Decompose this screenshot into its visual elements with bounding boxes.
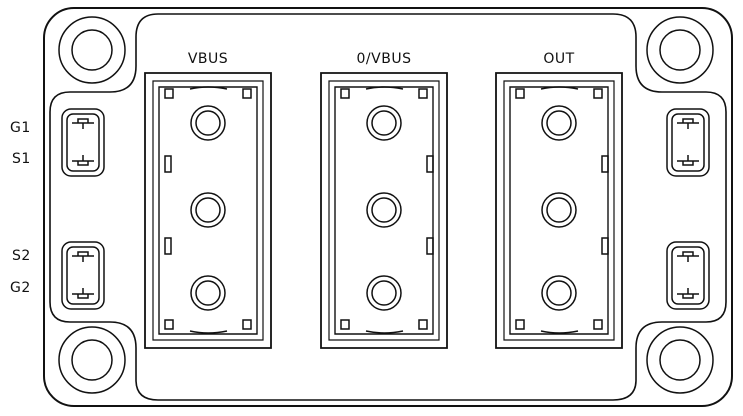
aux-connector-left-top bbox=[62, 109, 104, 176]
mounting-hole-bottom-left bbox=[59, 327, 125, 393]
terminal-vbus bbox=[145, 73, 271, 348]
terminal-0-vbus bbox=[321, 73, 447, 348]
pin-label-s1: S1 bbox=[12, 151, 31, 167]
pin-label-s2: S2 bbox=[12, 248, 31, 264]
aux-connector-left-bottom bbox=[62, 242, 104, 309]
outer-housing bbox=[44, 8, 732, 406]
aux-connector-right-bottom bbox=[667, 242, 709, 309]
mounting-hole-top-left bbox=[59, 17, 125, 83]
terminal-out bbox=[496, 73, 622, 348]
pin-label-g1: G1 bbox=[10, 120, 31, 136]
aux-connector-right-top bbox=[667, 109, 709, 176]
mounting-hole-top-right bbox=[647, 17, 713, 83]
inner-plateau bbox=[50, 14, 726, 400]
pin-label-g2: G2 bbox=[10, 280, 31, 296]
terminal-label-vbus: VBUS bbox=[187, 51, 229, 67]
terminal-label-out: OUT bbox=[543, 51, 575, 67]
mounting-hole-bottom-right bbox=[647, 327, 713, 393]
terminal-label-0-vbus: 0/VBUS bbox=[356, 51, 412, 67]
